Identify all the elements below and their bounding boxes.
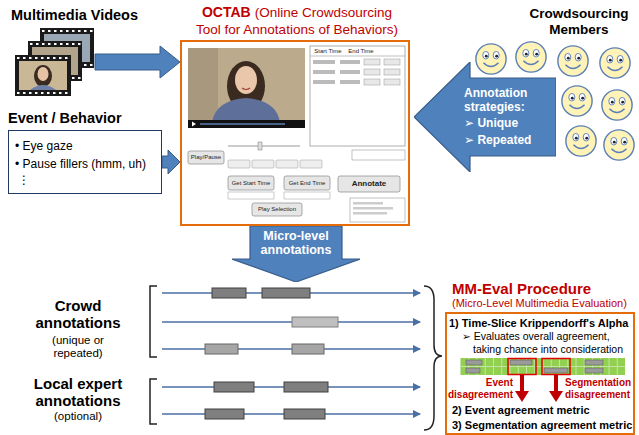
brackets [150,286,442,430]
group-label: Crowdsourcing Members [524,6,634,38]
heading: Event / Behavior [8,110,122,127]
button-label: Get End Time [284,176,330,190]
ellipsis: ⋮ [15,173,155,187]
step-text: 2) Event agreement metric [452,403,634,417]
block-arrow: Annotation strategies: ➢ Unique ➢ Repeated [414,62,556,172]
procedure-subtitle: (Micro-Level Multimedia Evaluation) [452,297,638,310]
row-group-note: (optional) [30,410,126,423]
text-slot: Event / Behavior [8,110,122,127]
label-slot: Local expert annotations [26,375,130,409]
text-slot: Event disagreement [447,377,513,401]
bullet-item: • Pause fillers (hmm, uh) [15,155,155,173]
text-slot: MM-Eval Procedure(Micro-Level Multimedia… [452,280,638,310]
label-slot: (optional) [30,410,126,423]
text-slot: OCTAB(Online Crowdsourcing Tool for Anno… [192,4,402,38]
text-slot: Segmentation disagreement [565,377,633,401]
bullet-item: ➢ Evaluates overall agreement, taking ch… [462,330,632,356]
label-slot: Get Start Time [228,176,274,190]
label-slot: End Time [346,47,376,56]
video-frames [15,28,94,96]
block-arrow-connector [95,46,180,78]
label-slot: Get End Time [284,176,330,190]
text-slot: 3) Segmentation agreement metric [452,418,634,432]
bullet-item: ➢ Unique [464,116,556,131]
button-label: Get Start Time [228,176,274,190]
arrow-text: Micro-level annotations [250,229,342,257]
heading: Multimedia Videos [11,7,138,24]
tool-screenshot [188,46,405,222]
text-slot: Multimedia Videos [11,7,138,24]
button-label: Play Selection [252,203,302,216]
tool-name: OCTAB [202,4,251,20]
button-label: Play/Pause [188,151,224,164]
video-stack: Multimedia Videos [15,28,95,96]
column-header: End Time [346,47,376,56]
label-slot: Annotate [338,176,400,192]
annotation-bars [205,288,338,419]
text-slot: 1) Time-Slice Krippendorff's Alpha [449,316,633,330]
text-slot: 2) Event agreement metric [452,403,634,417]
button-label: Annotate [338,176,400,192]
procedure-title: MM-Eval Procedure [452,280,638,297]
annotation-timelines [162,293,420,414]
tool-box: OCTAB(Online Crowdsourcing Tool for Anno… [180,40,410,226]
text-slot: Micro-level annotations [250,227,342,259]
disagreement-label: Event disagreement [447,377,513,401]
block-arrow: Micro-level annotations [232,226,360,282]
step-text: 1) Time-Slice Krippendorff's Alpha [449,316,633,330]
step-text: 3) Segmentation agreement metric [452,418,634,432]
row-group-note: (unique or repeated) [30,334,126,360]
disagreement-label: Segmentation disagreement [565,377,633,401]
column-header: Start Time [311,47,345,56]
block-arrow-connector [162,150,180,174]
label-slot: Start Time [311,47,345,56]
row-group-label: Crowd annotations [26,297,130,331]
bullet-item: ➢ Repeated [464,133,556,148]
label-slot: Play/Pause [188,151,224,164]
text-slot: ➢ Evaluates overall agreement, taking ch… [462,330,632,356]
label-slot: (unique or repeated) [30,334,126,360]
procedure-box: MM-Eval Procedure(Micro-Level Multimedia… [445,312,635,435]
text-slot: Annotation strategies: ➢ Unique ➢ Repeated [464,78,556,156]
bullet-item: • Eye gaze [15,137,155,155]
label-slot: Crowdsourcing Members [524,6,634,38]
label-slot: Crowd annotations [26,297,130,331]
event-box: Event / Behavior• Eye gaze• Pause filler… [8,130,162,194]
row-group-label: Local expert annotations [26,375,130,409]
label-slot: Play Selection [252,203,302,216]
arrow-text: Annotation strategies: [464,86,556,114]
